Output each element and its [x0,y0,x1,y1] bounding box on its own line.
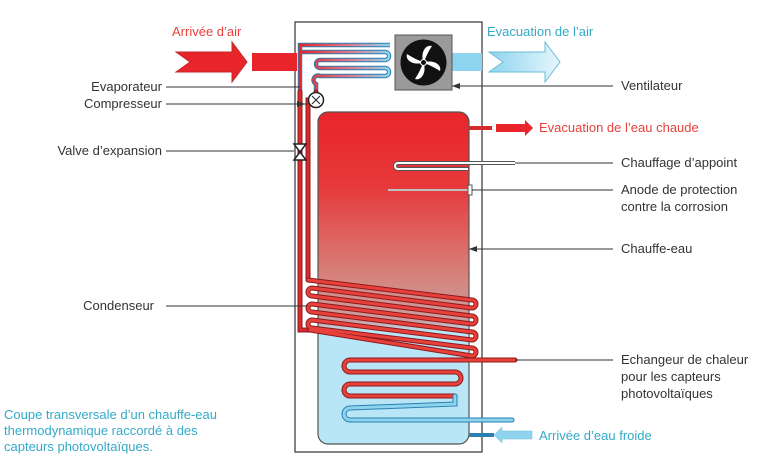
label-air-out: Evacuation de l’air [487,24,594,39]
label-evaporator: Evaporateur [91,79,162,94]
hot-water-outlet [469,120,533,136]
label-condenser: Condenseur [83,298,154,313]
label-exchanger-line2: pour les capteurs [621,369,721,384]
caption-line2: thermodynamique raccordé à des [4,423,198,438]
label-hot-water-out: Evacuation de l’eau chaude [539,120,699,135]
leader-arrowheads [297,83,477,252]
label-exchanger-line1: Echangeur de chaleur [621,352,749,367]
caption-line1: Coupe transversale d’un chauffe-eau [4,407,217,422]
leader-lines [166,85,613,361]
label-cold-water-in: Arrivée d’eau froide [539,428,652,443]
fan-icon [394,34,453,91]
label-exchanger-line3: photovoltaïques [621,386,713,401]
label-backup-heater: Chauffage d’appoint [621,155,738,170]
valve-icon [292,143,308,161]
label-air-in: Arrivée d’air [172,24,242,39]
air-outlet-arrow [487,40,561,84]
evaporator-coil [297,42,392,92]
caption-line3: capteurs photovoltaïques. [4,439,153,454]
backup-heater [393,161,515,171]
air-inlet-arrow [174,40,248,84]
compressor-icon [307,91,325,109]
label-anode-line2: contre la corrosion [621,199,728,214]
solar-exchanger-coil [341,357,518,423]
air-inlet-duct [252,53,297,71]
condenser-coil [305,277,479,359]
label-water-heater: Chauffe-eau [621,241,692,256]
cold-water-inlet [469,426,533,444]
label-anode-line1: Anode de protection [621,182,737,197]
label-compressor: Compresseur [84,96,163,111]
air-outlet-duct [452,53,482,71]
label-expansion-valve: Valve d’expansion [57,143,162,158]
label-fan: Ventilateur [621,78,683,93]
